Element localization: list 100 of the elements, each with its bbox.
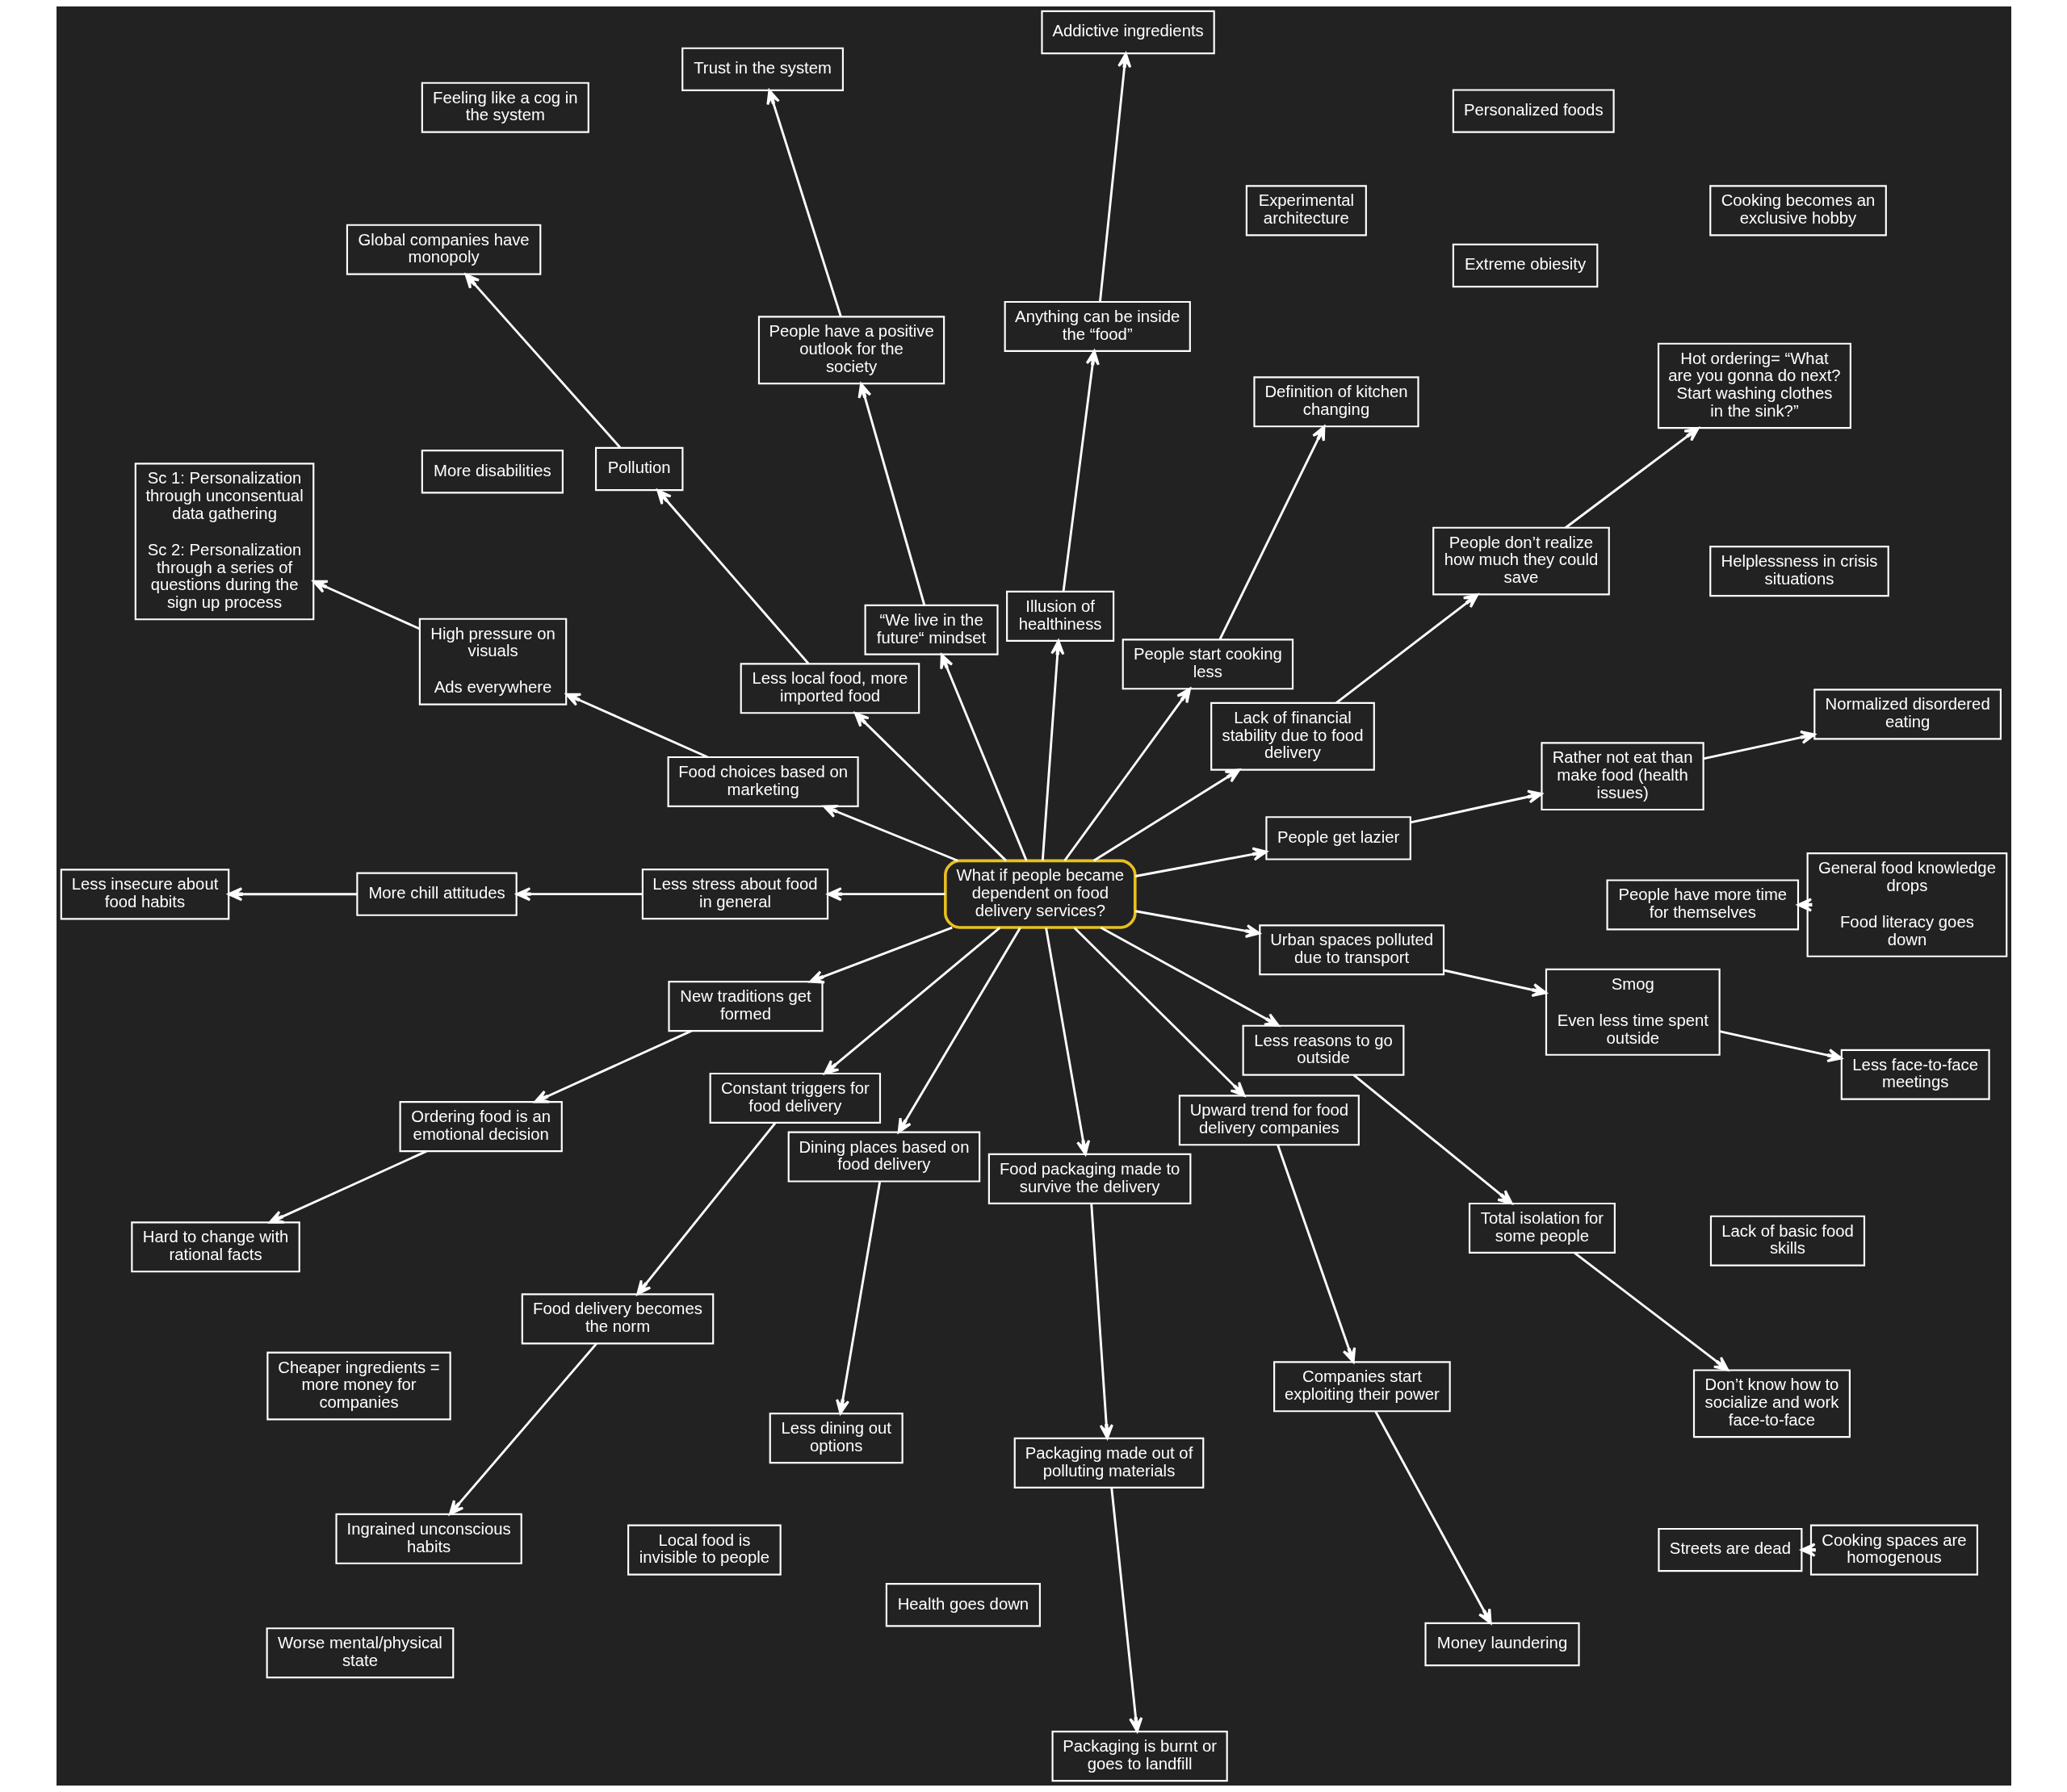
arrow [1098,52,1131,302]
node-box: Urban spaces polluted due to transport [1258,924,1444,976]
arrow [1702,730,1816,760]
node-box: Helplessness in crisis situations [1709,546,1889,597]
node-box: Streets are dead [1657,1527,1802,1572]
node-box: Illusion of healthiness [1005,590,1114,642]
arrow [835,1181,881,1415]
arrow [1276,1145,1356,1363]
node-box: More chill attitudes [355,872,518,916]
arrow [853,712,1007,862]
node-box: Money laundering [1423,1622,1580,1667]
arrow [823,927,1000,1075]
node-box: Worse mental/physical state [266,1627,454,1679]
node-box: Less reasons to go outside [1242,1024,1404,1076]
node-box: Less dining out options [769,1413,904,1464]
node-box: Local food is invisible to people [627,1524,782,1576]
arrow [1335,593,1478,705]
node-box: Personalized foods [1452,89,1615,133]
arrow [564,693,708,759]
node-box: Packaging made out of polluting materials [1013,1437,1204,1488]
arrow [312,580,420,630]
node-box: Hot ordering= “What are you gonna do next? Start washing clothes in the sink?” [1657,342,1851,429]
arrow [1800,1543,1816,1557]
node-box: Less local food, more imported food [740,663,920,714]
node-box: Ordering food is an emotional decision [399,1101,563,1153]
arrow [826,887,945,902]
node-box: Food delivery becomes the norm [521,1293,714,1345]
arrow [1573,1252,1729,1371]
node-box: People have a positive outlook for the society [757,316,945,385]
arrow [1089,1203,1113,1439]
arrow [1134,910,1260,938]
node-box: Health goes down [885,1583,1041,1627]
node-box: Normalized disordered eating [1813,689,2002,740]
node-box: Rather not eat than make food (health issues) [1540,742,1704,811]
node-box: High pressure on visuals Ads everywhere [418,618,567,705]
node-box: Ingrained unconscious habits [334,1513,522,1564]
node-box: People get lazier [1264,816,1411,860]
arrow [227,887,357,902]
arrow [1063,687,1191,862]
node-box: Constant triggers for food delivery [709,1072,881,1124]
arrow [1373,1410,1492,1625]
node-box: Less insecure about food habits [60,869,229,920]
node-box: What if people became dependent on food delivery services? [943,859,1137,929]
node-box: “We live in the future“ mindset [864,604,999,655]
arrow [1044,927,1090,1156]
node-box: Global companies have monopoly [346,224,541,275]
node-box: Lack of financial stability due to food delivery [1210,701,1375,771]
arrow [1443,969,1547,997]
node-box: Cheaper ingredients = more money for companies [266,1351,451,1421]
node-box: Don’t know how to socialize and work face-to-face [1692,1369,1851,1438]
arrow [1218,425,1325,640]
node-box: Food packaging made to survive the delivery [987,1153,1191,1204]
arrow [808,926,953,984]
node-box: People start cooking less [1122,639,1293,690]
arrow [1100,926,1280,1027]
arrow [1134,847,1268,877]
node-box: People have more time for themselves [1606,879,1799,931]
arrow [656,489,809,665]
arrow [1797,898,1812,912]
node-box: More disabilities [421,450,564,494]
node-box: New traditions get formed [667,981,824,1032]
arrow [1073,927,1245,1097]
node-box: Companies start exploiting their power [1272,1361,1451,1413]
node-box: Anything can be inside the “food” [1004,300,1191,352]
arrow [1062,350,1100,592]
arrow [1718,1030,1843,1062]
node-box: Addictive ingredients [1040,10,1215,55]
node-box: Less face-to-face meetings [1840,1049,1990,1100]
node-box: Less stress about food in general [641,869,828,920]
node-box: Feeling like a cog in the system [421,82,589,133]
arrow [1410,789,1543,824]
arrow [1041,639,1064,861]
node-box: Upward trend for food delivery companies [1178,1095,1360,1146]
arrow [515,887,643,902]
arrow [1092,768,1240,862]
arrow [857,383,925,605]
node-box: Cooking becomes an exclusive hobby [1709,185,1887,237]
node-box: Packaging is burnt or goes to landfill [1051,1731,1228,1782]
node-box: Trust in the system [681,47,844,92]
arrow [268,1149,427,1224]
node-box: Lack of basic food skills [1709,1215,1865,1267]
node-box: Food choices based on marketing [667,756,859,807]
node-box: Extreme obiesity [1452,243,1598,288]
node-box: Dining places based on food delivery [787,1131,980,1183]
arrow [765,89,842,317]
arrow [822,804,958,862]
node-box: Pollution [594,446,683,492]
arrow [464,273,621,449]
arrow [1109,1488,1143,1733]
arrow [448,1342,597,1516]
arrow [1564,426,1700,529]
node-box: Sc 1: Personalization through unconsentual data gathering Sc 2: Personalization through a series of questions during the sign up process [134,463,314,621]
arrow [939,653,1028,861]
node-box: Experimental architecture [1245,185,1367,237]
node-box: Total isolation for some people [1468,1202,1616,1254]
arrow [533,1029,692,1103]
node-box: Smog Even less time spent outside [1545,968,1721,1056]
arrow [897,927,1021,1133]
node-box: Definition of kitchen changing [1252,376,1419,428]
node-box: People don’t realize how much they could save [1432,526,1610,596]
